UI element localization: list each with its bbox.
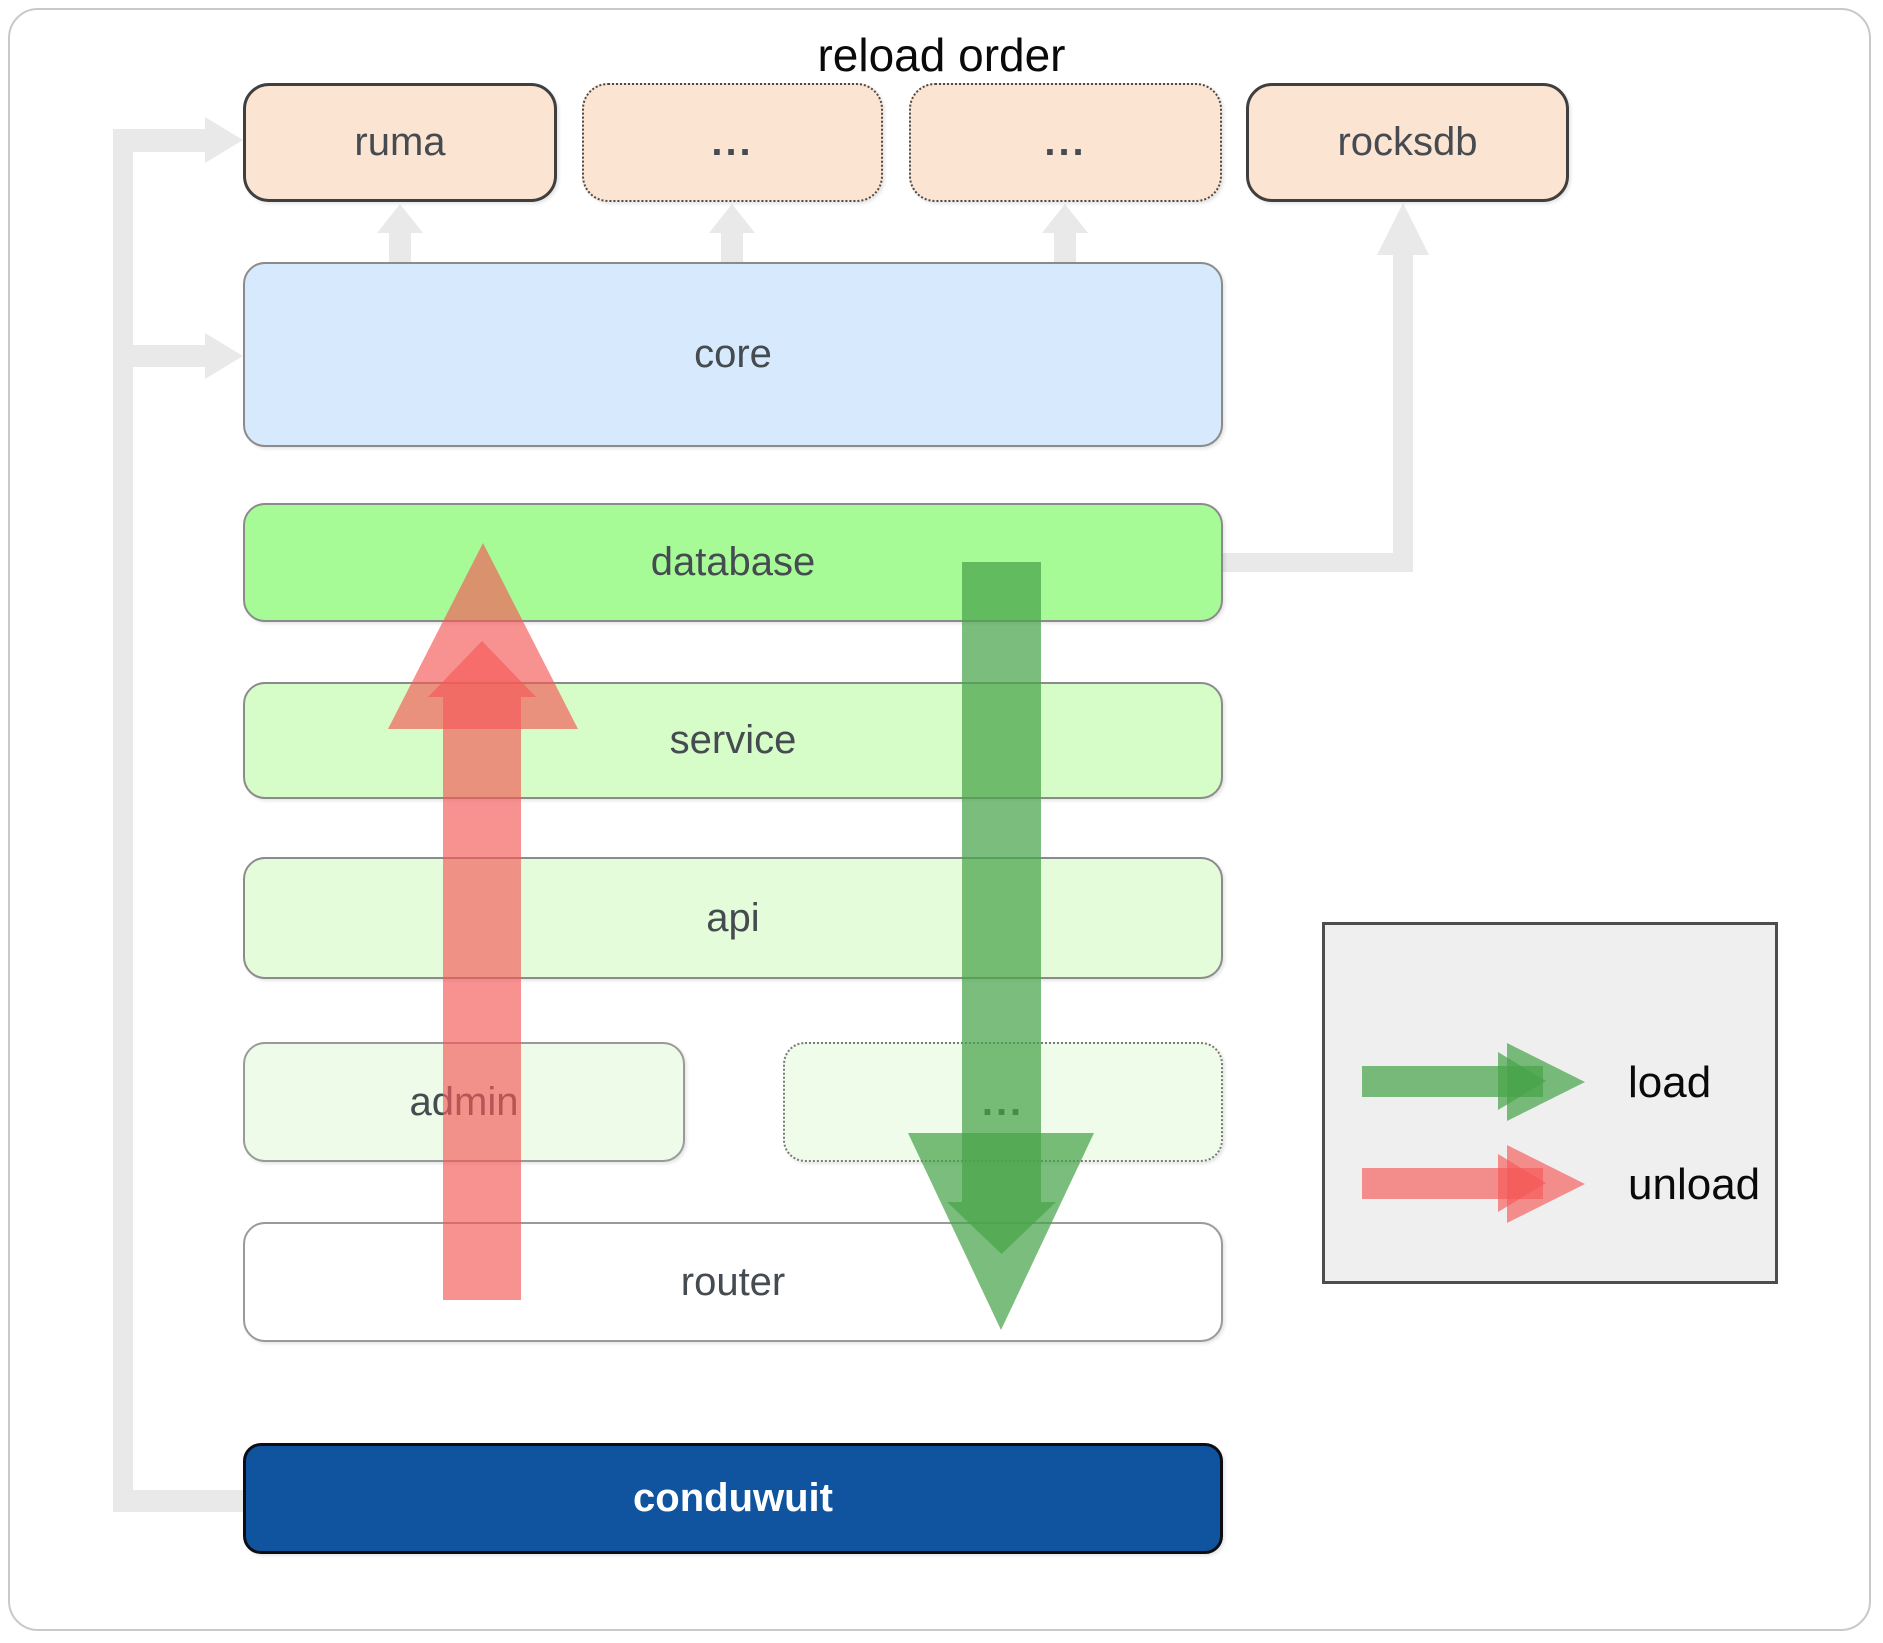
connector-core-to-ruma-line: [389, 233, 411, 262]
box-ellipsis-1: ...: [582, 83, 883, 202]
box-rocksdb-label: rocksdb: [1337, 120, 1478, 164]
box-conduwuit-label: conduwuit: [633, 1476, 833, 1520]
legend-panel: [1322, 922, 1778, 1284]
box-service: service: [243, 682, 1223, 799]
legend-unload-label: unload: [1628, 1160, 1761, 1209]
box-rocksdb: rocksdb: [1246, 83, 1569, 202]
box-ellipsis-1-label: ...: [711, 120, 754, 164]
box-ellipsis-2-label: ...: [1044, 120, 1087, 164]
connector-core-to-mid2-line: [1054, 233, 1076, 262]
box-api: api: [243, 857, 1223, 979]
box-service-label: service: [669, 718, 797, 762]
connector-database-to-rocksdb-vertical: [1393, 255, 1413, 572]
box-conduwuit: conduwuit: [243, 1443, 1223, 1554]
connector-database-to-rocksdb-horizontal: [1223, 553, 1413, 572]
box-core: core: [243, 262, 1223, 447]
box-api-label: api: [706, 895, 760, 940]
connector-to-core-line: [113, 345, 205, 367]
connector-left-vertical-line: [113, 129, 133, 1512]
unload-arrow-body: [443, 697, 521, 1300]
box-ruma: ruma: [243, 83, 557, 202]
connector-from-conduwuit-line: [133, 1490, 243, 1512]
box-ruma-label: ruma: [354, 120, 446, 164]
connector-core-to-mid1-line: [721, 233, 743, 262]
load-arrow-body: [962, 562, 1041, 1202]
box-ellipsis-2: ...: [909, 83, 1222, 202]
box-router: router: [243, 1222, 1223, 1342]
legend-load-label: load: [1628, 1058, 1712, 1107]
legend-title: reload order: [817, 29, 1066, 81]
connector-to-ruma-line: [113, 129, 205, 152]
box-database-label: database: [650, 540, 816, 584]
box-router-label: router: [680, 1259, 786, 1304]
box-core-label: core: [694, 332, 772, 376]
box-database: database: [243, 503, 1223, 622]
diagram-frame: [8, 8, 1871, 1631]
